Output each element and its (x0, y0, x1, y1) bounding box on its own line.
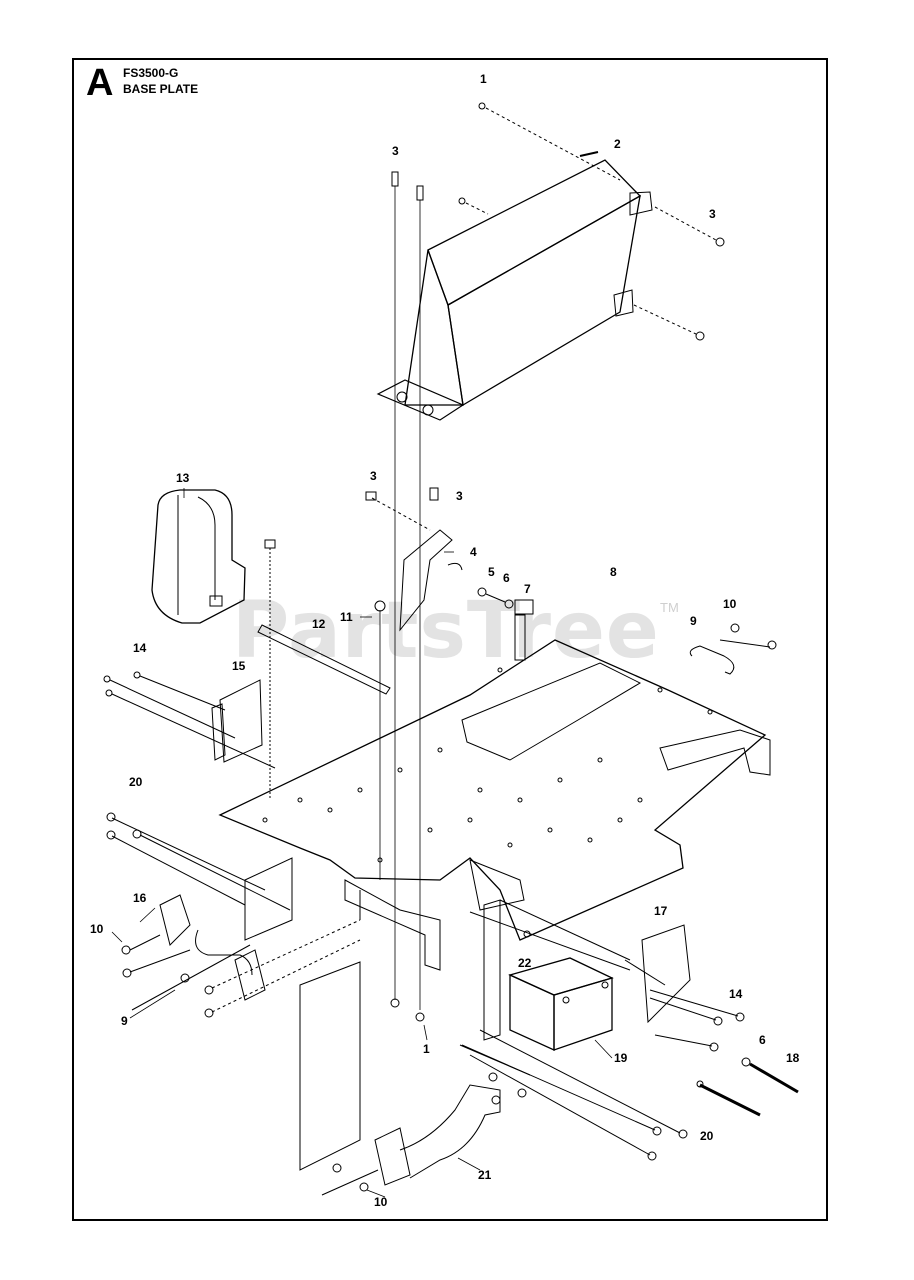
bushings-5-6-7 (477, 587, 534, 661)
front-block (344, 879, 441, 971)
diagram-frame (72, 58, 828, 1221)
long-bolts (374, 186, 425, 1022)
callout-1b: 1 (423, 1042, 430, 1056)
callout-9b: 9 (121, 1014, 128, 1028)
callout-10b: 10 (90, 922, 104, 936)
callout-6b: 6 (759, 1033, 766, 1047)
callout-8: 8 (610, 565, 617, 579)
left-bracket-15 (103, 671, 276, 769)
callout-3c: 3 (370, 469, 377, 483)
screws-top (391, 102, 725, 341)
bracket-21 (299, 961, 531, 1196)
callout-18: 18 (786, 1051, 800, 1065)
base-plate (218, 639, 771, 941)
callout-labels: 1 2 3 3 3 3 4 5 6 7 8 9 10 11 12 13 14 1… (90, 72, 800, 1209)
cover-panel (376, 151, 653, 421)
bracket-4 (365, 487, 463, 632)
callout-4: 4 (470, 545, 477, 559)
callout-3d: 3 (456, 489, 463, 503)
box-19 (508, 957, 614, 1052)
right-lower-bolts (461, 899, 799, 1161)
callout-6a: 6 (503, 571, 510, 585)
callout-9a: 9 (690, 614, 697, 628)
assembly-title: BASE PLATE (123, 82, 199, 96)
section-letter: A (86, 62, 114, 104)
callout-13: 13 (176, 471, 190, 485)
callout-10c: 10 (374, 1195, 388, 1209)
callout-5: 5 (488, 565, 495, 579)
rods-20-left (106, 812, 293, 941)
callout-12: 12 (312, 617, 326, 631)
callout-2: 2 (614, 137, 621, 151)
u-bolt-right (689, 623, 777, 675)
callout-3a: 3 (392, 144, 399, 158)
callout-10a: 10 (723, 597, 737, 611)
panel-17 (624, 924, 691, 1024)
callout-7: 7 (524, 582, 531, 596)
callout-21: 21 (478, 1168, 492, 1182)
callout-16: 16 (133, 891, 147, 905)
callout-1a: 1 (480, 72, 487, 86)
callout-11: 11 (340, 610, 353, 624)
callout-20b: 20 (700, 1129, 714, 1143)
watermark: PartsTree (232, 586, 660, 676)
callout-20a: 20 (129, 775, 143, 789)
callout-17: 17 (654, 904, 668, 918)
left-mount-16 (121, 894, 361, 1018)
callout-14b: 14 (729, 987, 743, 1001)
watermark-trademark: TM (660, 600, 679, 615)
model-number: FS3500-G (123, 66, 179, 80)
left-cover (151, 489, 246, 624)
callout-14a: 14 (133, 641, 147, 655)
callout-15: 15 (232, 659, 246, 673)
leader-lines (111, 488, 613, 1198)
callout-3b: 3 (709, 207, 716, 221)
callout-19: 19 (614, 1051, 628, 1065)
callout-22: 22 (518, 956, 532, 970)
rod-12 (257, 539, 391, 800)
